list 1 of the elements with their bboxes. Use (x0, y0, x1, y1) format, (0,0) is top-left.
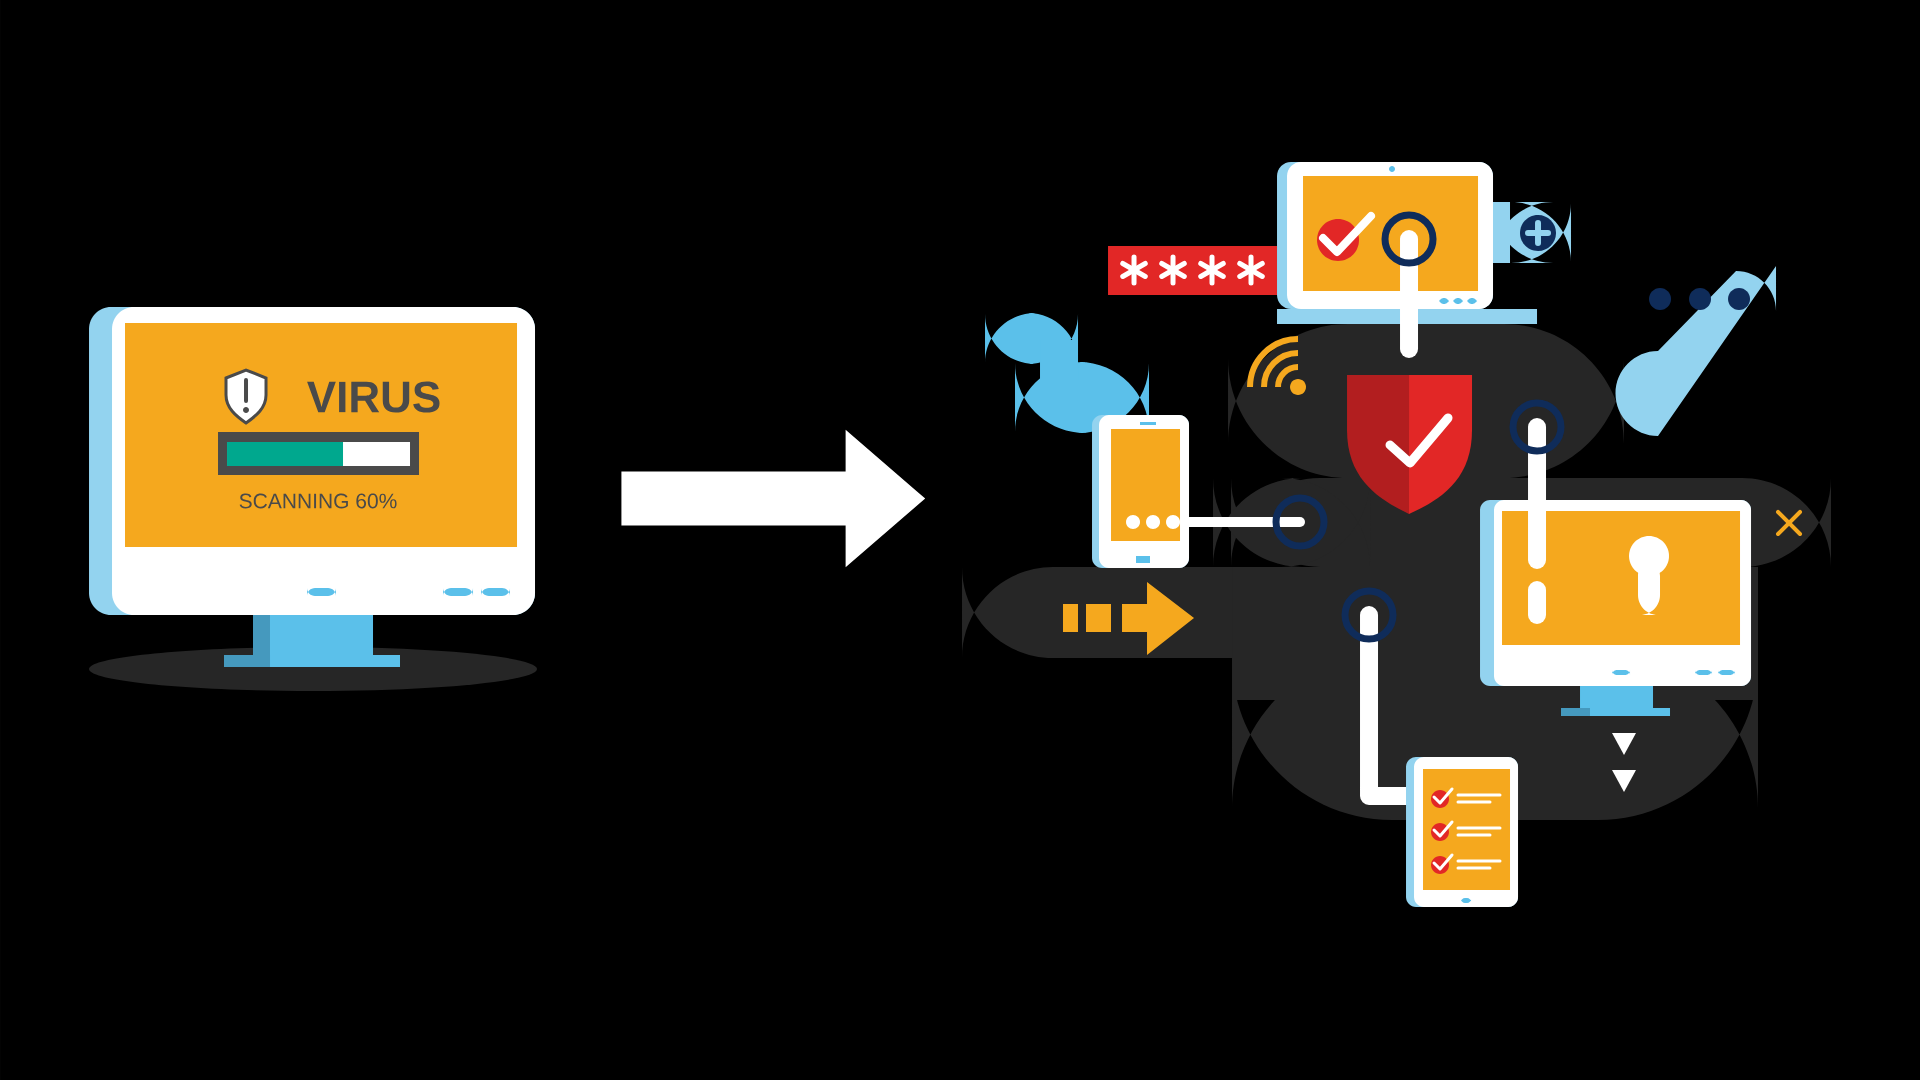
network-security-drawing (962, 162, 1831, 907)
